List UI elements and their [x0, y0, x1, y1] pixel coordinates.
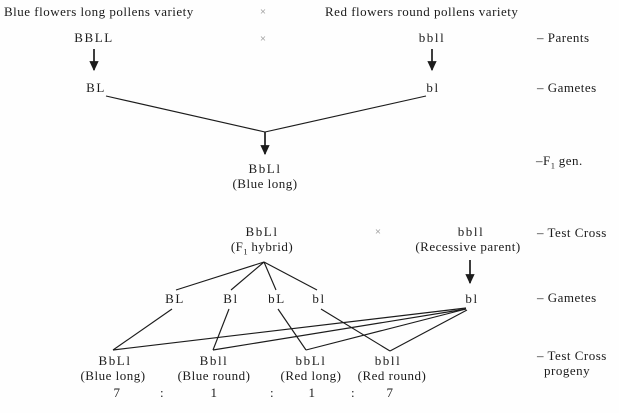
testcross-connection-lines — [112, 307, 468, 352]
testcross-f1-genotype: BbLl — [245, 224, 279, 239]
right-variety-label: Red flowers round pollens variety — [325, 4, 519, 19]
ratio-value-3: 1 — [308, 385, 316, 400]
testcross-recessive-label: (Recessive parent) — [415, 239, 521, 254]
ratio-value-1: 7 — [113, 385, 121, 400]
side-label-f1-gen: –F1 gen. — [536, 153, 583, 171]
f1-gamete-2: Bl — [223, 291, 239, 306]
parent-right-genotype: bbll — [418, 30, 446, 45]
cross-symbol: × — [374, 226, 382, 238]
parent-left-genotype: BBLL — [74, 30, 114, 45]
side-label-test-cross: – Test Cross — [537, 225, 607, 240]
side-label-parents: – Parents — [537, 30, 590, 45]
ratio-separator-1: : — [159, 385, 165, 400]
testcross-f1-label: (F1 hybrid) — [230, 239, 294, 257]
ratio-value-2: 1 — [210, 385, 218, 400]
progeny-phenotype-3: (Red long) — [280, 368, 342, 383]
progeny-genotype-1: BbLl — [98, 353, 132, 368]
side-label-test-cross-progeny: – Test Cross — [537, 348, 607, 363]
cross-symbol: × — [259, 33, 267, 45]
ratio-separator-3: : — [350, 385, 356, 400]
recessive-gamete: bl — [465, 291, 479, 306]
side-label-gametes-2: – Gametes — [537, 290, 597, 305]
parent-arrows — [89, 49, 437, 72]
gamete-convergence-lines — [105, 95, 427, 133]
f1-genotype: BbLl — [248, 161, 282, 176]
f1-gamete-1: BL — [165, 291, 185, 306]
ratio-value-4: 7 — [386, 385, 394, 400]
f1-gamete-3: bL — [268, 291, 286, 306]
gamete-left: BL — [86, 80, 106, 95]
left-variety-label: Blue flowers long pollens variety — [4, 4, 194, 19]
f1-gamete-fan-lines — [175, 261, 318, 291]
progeny-genotype-2: Bbll — [199, 353, 229, 368]
f1-gamete-4: bl — [312, 291, 326, 306]
progeny-genotype-4: bbll — [374, 353, 402, 368]
progeny-genotype-3: bbLl — [295, 353, 327, 368]
cross-symbol: × — [259, 6, 267, 18]
side-label-gametes: – Gametes — [537, 80, 597, 95]
progeny-phenotype-4: (Red round) — [357, 368, 427, 383]
testcross-recessive-genotype: bbll — [457, 224, 485, 239]
side-label-test-cross-progeny-line2: progeny — [544, 363, 591, 378]
ratio-separator-2: : — [269, 385, 275, 400]
gamete-right: bl — [426, 80, 440, 95]
progeny-phenotype-1: (Blue long) — [80, 368, 146, 383]
f1-phenotype: (Blue long) — [232, 176, 298, 191]
progeny-phenotype-2: (Blue round) — [177, 368, 251, 383]
